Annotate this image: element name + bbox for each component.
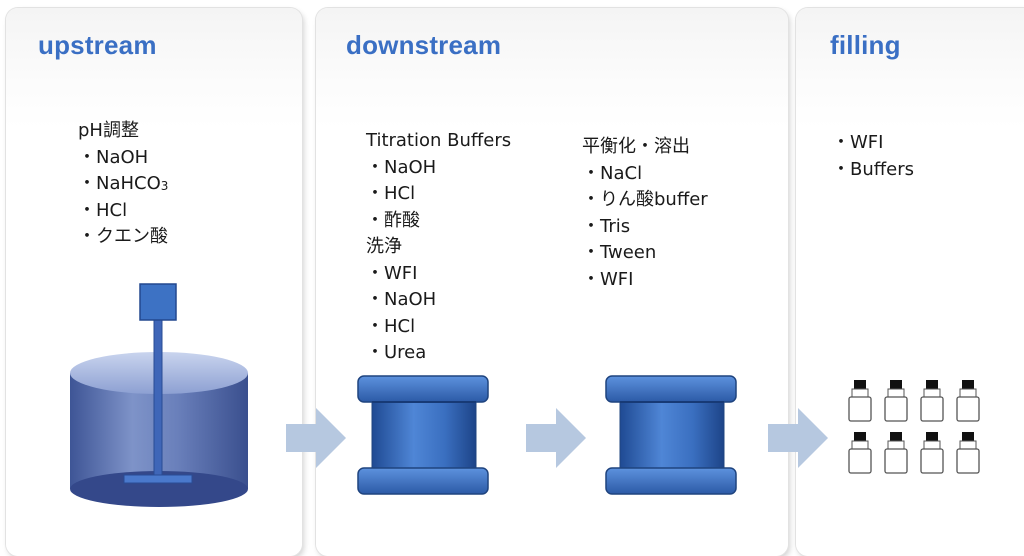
list-item: WFI xyxy=(832,130,914,157)
vial-icon-group xyxy=(848,380,980,474)
chromatography-column-icon xyxy=(605,375,737,495)
filling-list: WFI Buffers xyxy=(832,130,914,183)
list-item: 酢酸 xyxy=(366,208,511,235)
vial-icon xyxy=(920,380,944,422)
list-item: クエン酸 xyxy=(78,224,168,251)
list-item: HCl xyxy=(366,314,511,341)
downstream-title: downstream xyxy=(346,30,502,60)
ph-adjust-heading: pH調整 xyxy=(78,120,139,141)
vial-icon xyxy=(956,380,980,422)
chromatography-column-icon xyxy=(357,375,489,495)
flow-arrow-icon xyxy=(286,408,346,468)
upstream-title: upstream xyxy=(38,30,157,60)
list-item: Tris xyxy=(582,214,708,241)
flow-arrow-icon xyxy=(768,408,828,468)
list-item: HCl xyxy=(366,181,511,208)
list-item: NaCl xyxy=(582,161,708,188)
titration-buffers-heading: Titration Buffers xyxy=(366,130,512,151)
downstream-list-2: 平衡化・溶出 NaCl りん酸buffer Tris Tween WFI xyxy=(582,134,708,293)
bioreactor-tank-icon xyxy=(70,283,248,507)
vial-icon xyxy=(956,432,980,474)
list-item: WFI xyxy=(582,267,708,294)
list-item: NaOH xyxy=(78,145,168,172)
filling-panel: filling WFI Buffers xyxy=(796,8,1024,556)
wash-heading: 洗浄 xyxy=(366,236,402,257)
equilibration-elution-heading: 平衡化・溶出 xyxy=(582,136,690,157)
upstream-list: pH調整 NaOH NaHCO3 HCl クエン酸 xyxy=(78,118,168,251)
flow-arrow-icon xyxy=(526,408,586,468)
list-item: Urea xyxy=(366,340,511,367)
list-item: WFI xyxy=(366,261,511,288)
list-item: NaOH xyxy=(366,287,511,314)
list-item: Tween xyxy=(582,240,708,267)
vial-icon xyxy=(884,380,908,422)
list-item-nahco3: NaHCO3 xyxy=(78,171,168,198)
vial-icon xyxy=(848,432,872,474)
vial-icon xyxy=(920,432,944,474)
list-item: Buffers xyxy=(832,157,914,184)
vial-icon xyxy=(884,432,908,474)
list-item: NaOH xyxy=(366,155,511,182)
vial-icon xyxy=(848,380,872,422)
list-item: HCl xyxy=(78,198,168,225)
downstream-list-1: Titration Buffers NaOH HCl 酢酸 洗浄 WFI NaO… xyxy=(366,128,511,367)
filling-title: filling xyxy=(830,30,901,60)
list-item: りん酸buffer xyxy=(582,187,708,214)
